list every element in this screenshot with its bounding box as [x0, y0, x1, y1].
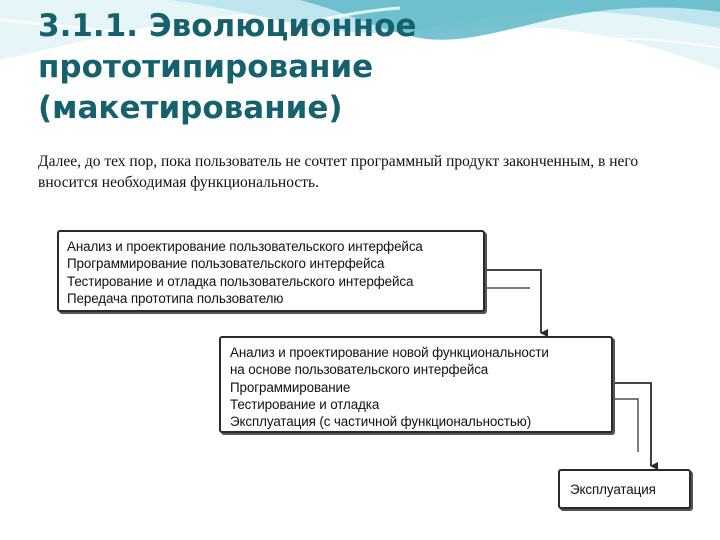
stage-line: Эксплуатация	[570, 482, 656, 497]
stage-box-new-functionality: Анализ и проектирование новой функционал…	[219, 336, 613, 433]
stage-box-ui-prototype: Анализ и проектирование пользовательског…	[57, 230, 485, 312]
stage-box-operation: Эксплуатация	[558, 469, 691, 509]
stage-line: Эксплуатация (с частичной функциональнос…	[230, 414, 532, 430]
slide-body-text: Далее, до тех пор, пока пользователь не …	[38, 153, 639, 191]
stage-line: Передача прототипа пользователю	[67, 290, 284, 306]
stage-line: Анализ и проектирование новой функционал…	[230, 345, 549, 360]
connector-box2-to-box3	[614, 382, 658, 470]
connector-box2-bracket	[614, 398, 639, 452]
stage-line: на основе пользовательского интерфейса	[230, 362, 489, 378]
connector-box1-to-box2	[486, 269, 548, 337]
stage-line: Тестирование и отладка	[230, 396, 380, 412]
header-wave-decoration	[0, 0, 720, 70]
slide-title: 3.1.1. Эволюционное прототипирование (ма…	[38, 8, 417, 126]
stage-line: Программирование	[230, 379, 351, 395]
stage-line: Анализ и проектирование пользовательског…	[67, 239, 423, 254]
stage-line: Программирование пользовательского интер…	[67, 256, 385, 272]
stage-line: Тестирование и отладка пользовательского…	[67, 273, 414, 289]
